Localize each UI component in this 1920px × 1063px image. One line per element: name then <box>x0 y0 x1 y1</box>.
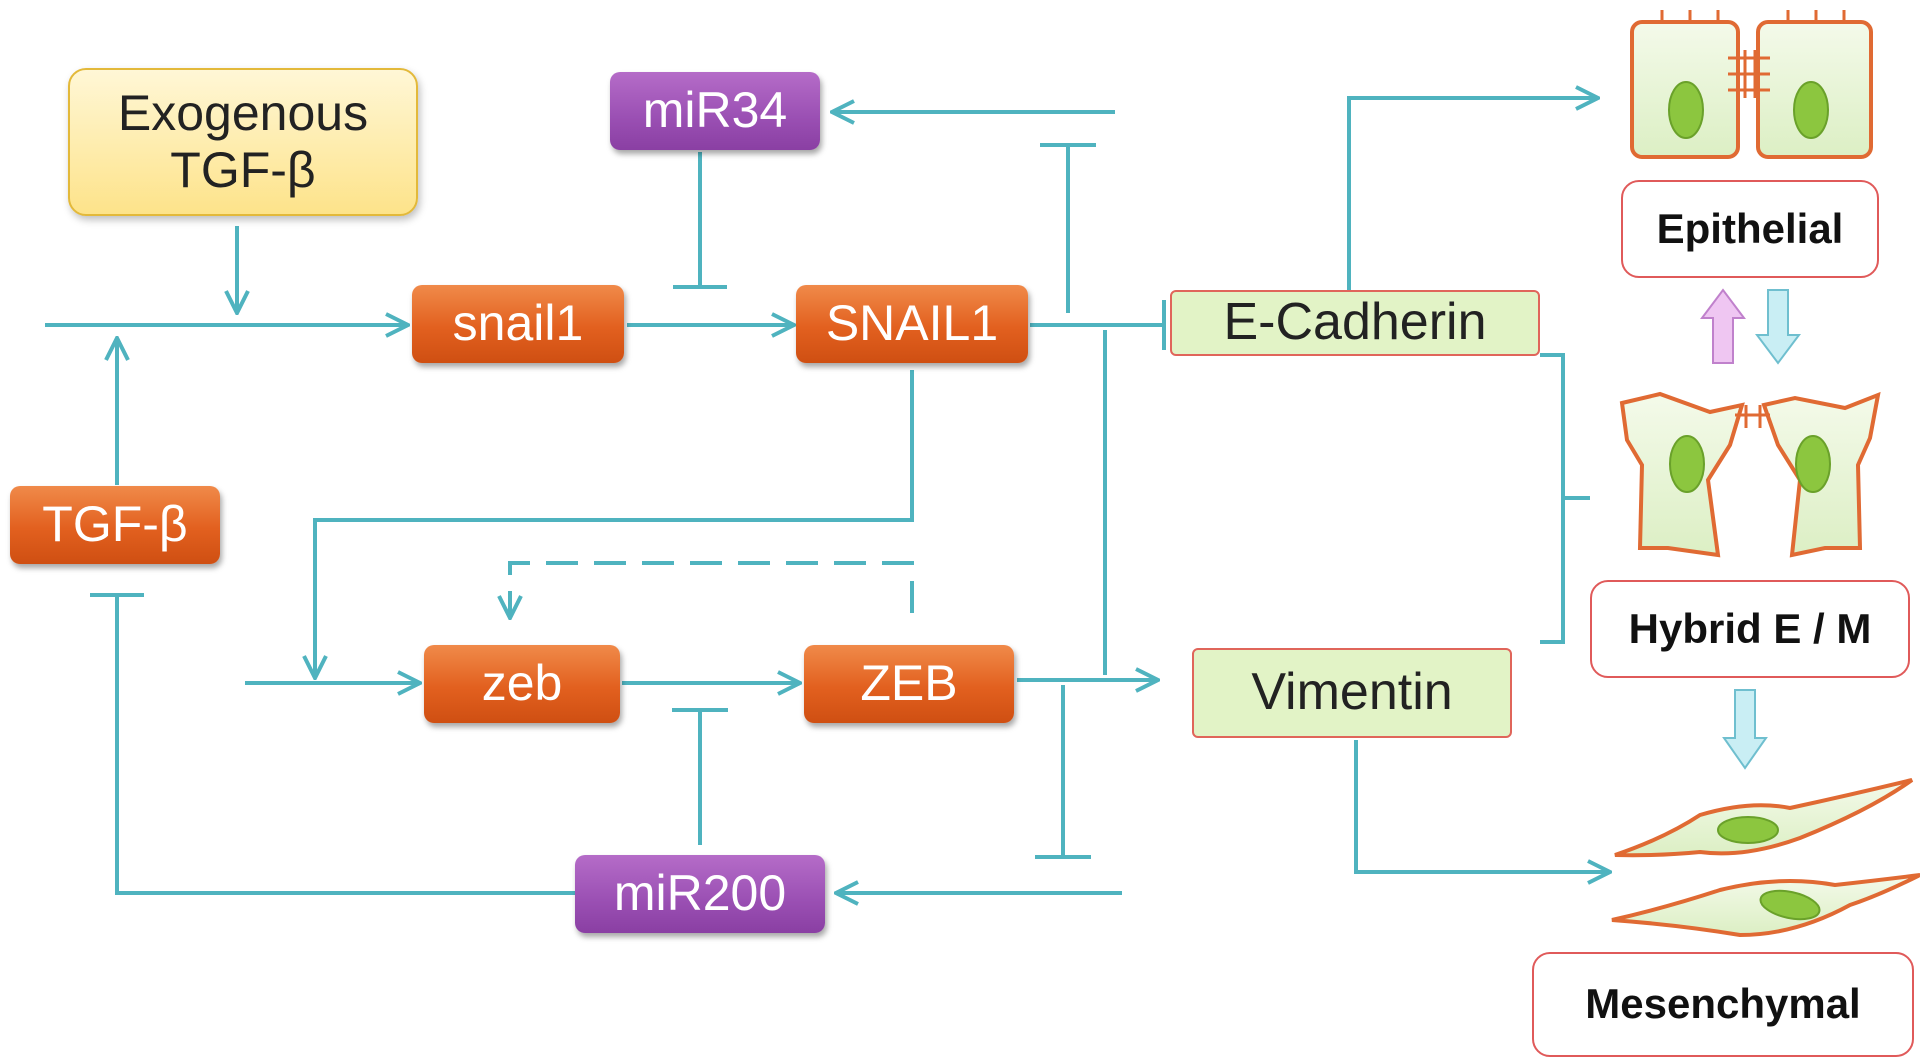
hybrid-label: Hybrid E / M <box>1590 580 1910 678</box>
hybrid-bracket <box>1540 353 1590 644</box>
exogenous-tgfb-box: Exogenous TGF-β <box>68 68 418 216</box>
zeb-mrna-node: zeb <box>424 645 620 723</box>
down-arrow-icon <box>1755 289 1801 365</box>
edge-vim-mesenchymal <box>1354 740 1610 872</box>
nucleus <box>1795 435 1831 493</box>
transition-arrows <box>1700 288 1801 770</box>
hybrid-cells-illustration <box>1619 391 1881 558</box>
epithelial-cells-illustration <box>1630 10 1873 159</box>
mesenchymal-cell <box>1614 778 1914 858</box>
exogenous-tgfb-line2: TGF-β <box>170 142 316 198</box>
exogenous-tgfb-line1: Exogenous <box>117 84 369 141</box>
edge-snail1-zeb <box>315 370 914 678</box>
edge-mir200-tgfb <box>90 593 575 895</box>
mir200-node: miR200 <box>575 855 825 933</box>
nucleus <box>1669 435 1705 493</box>
mesenchymal-cells-illustration <box>1611 778 1920 938</box>
vimentin-marker: Vimentin <box>1192 648 1512 738</box>
up-arrow-icon <box>1700 288 1746 364</box>
nucleus <box>1717 816 1779 844</box>
zeb-protein-node: ZEB <box>804 645 1014 723</box>
e-cadherin-marker: E-Cadherin <box>1170 290 1540 356</box>
edge-snail1-inhibit-ecad <box>1030 300 1166 350</box>
snail1-mrna-node: snail1 <box>412 285 624 363</box>
edge-ecad-epithelial <box>1347 98 1598 290</box>
nucleus <box>1793 81 1829 139</box>
edge-zeb-inhibit-mir200 <box>1035 685 1091 859</box>
tgfb-node: TGF-β <box>10 486 220 564</box>
mir34-node: miR34 <box>610 72 820 150</box>
connectors <box>45 98 1610 893</box>
epithelial-label: Epithelial <box>1621 180 1879 278</box>
down-arrow-icon <box>1722 689 1768 770</box>
mesenchymal-label: Mesenchymal <box>1532 952 1914 1057</box>
nucleus <box>1668 81 1704 139</box>
nucleus <box>1759 889 1821 921</box>
edge-ZEB-zeb-dashed <box>510 561 914 618</box>
edge-mir34-inhibit <box>673 152 727 289</box>
edge-snail1-inhibit-mir34 <box>1040 143 1096 313</box>
edge-mir200-inhibit <box>672 708 728 845</box>
snail1-protein-node: SNAIL1 <box>796 285 1028 363</box>
